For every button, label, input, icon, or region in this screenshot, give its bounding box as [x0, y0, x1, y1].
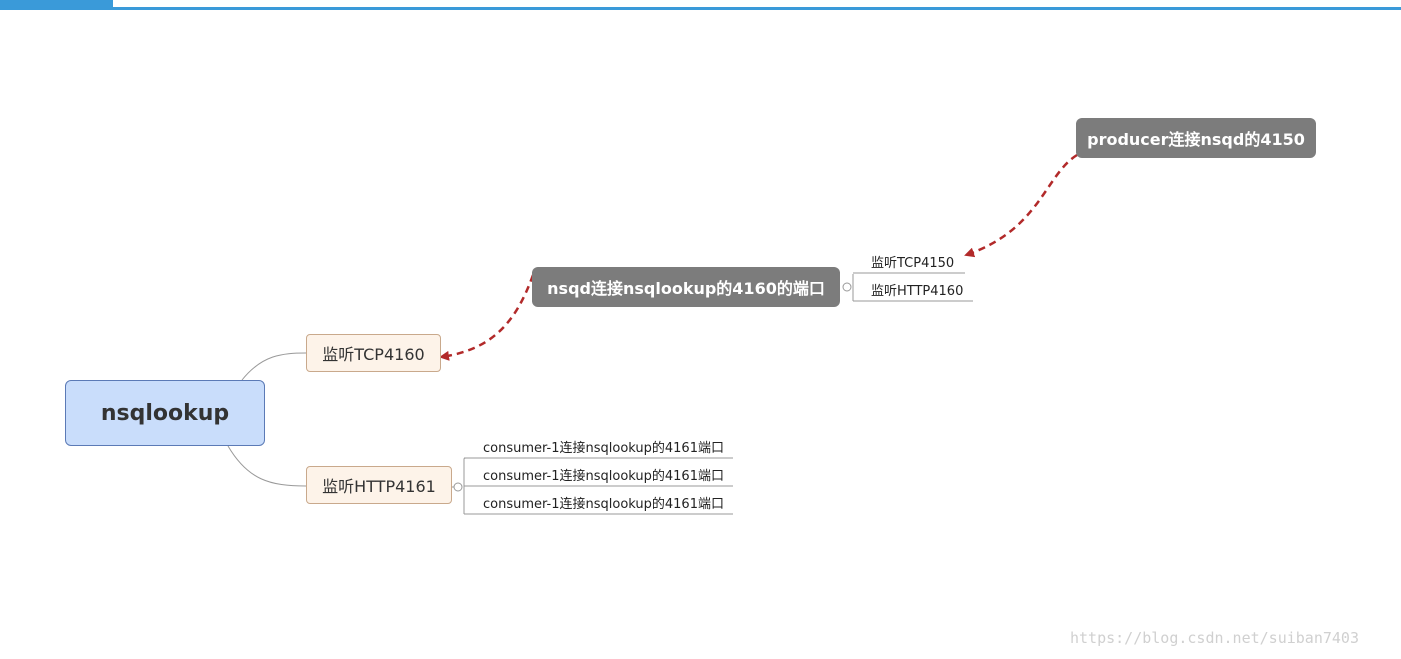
- branch-tcp-node[interactable]: 监听TCP4160: [306, 334, 441, 372]
- consumer-node-3[interactable]: consumer-1连接nsqlookup的4161端口: [483, 497, 724, 512]
- relation-arrow-producer: [964, 153, 1078, 258]
- top-accent-bar: [0, 7, 1401, 10]
- nsqd-callout[interactable]: nsqd连接nsqlookup的4160的端口: [532, 267, 840, 307]
- consumer-node-2[interactable]: consumer-1连接nsqlookup的4161端口: [483, 469, 724, 484]
- branch-http-label: 监听HTTP4161: [322, 477, 436, 496]
- branch-tcp-label: 监听TCP4160: [322, 345, 425, 364]
- top-tab[interactable]: [0, 0, 113, 9]
- nsqd-port-http[interactable]: 监听HTTP4160: [871, 284, 964, 299]
- watermark: https://blog.csdn.net/suiban7403: [1070, 629, 1359, 647]
- nsqd-callout-label: nsqd连接nsqlookup的4160的端口: [547, 279, 825, 298]
- producer-callout-label: producer连接nsqd的4150: [1087, 130, 1305, 149]
- producer-callout[interactable]: producer连接nsqd的4150: [1076, 118, 1316, 158]
- root-label: nsqlookup: [100, 400, 230, 426]
- collapse-toggle-http: [453, 482, 463, 492]
- branch-http-node[interactable]: 监听HTTP4161: [306, 466, 452, 504]
- relation-arrow-nsqd: [439, 274, 535, 361]
- connector-root-http: [227, 445, 307, 487]
- nsqd-port-tcp[interactable]: 监听TCP4150: [871, 256, 955, 271]
- connector-root-tcp: [241, 352, 307, 381]
- collapse-toggle-nsqd: [842, 282, 852, 292]
- root-node[interactable]: nsqlookup: [65, 380, 265, 446]
- consumer-node-1[interactable]: consumer-1连接nsqlookup的4161端口: [483, 441, 724, 456]
